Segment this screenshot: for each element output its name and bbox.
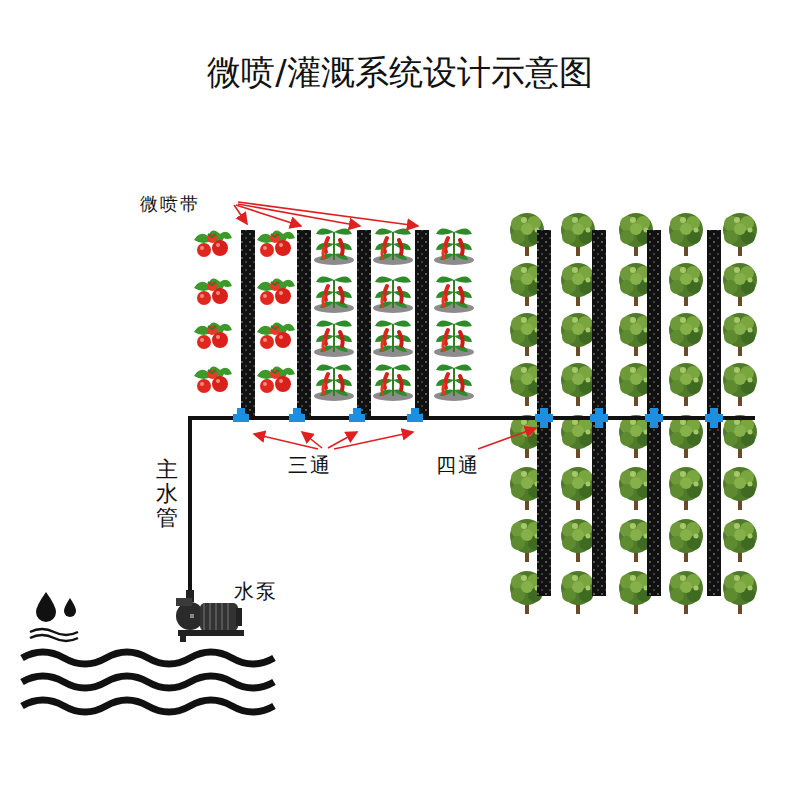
water-waves [22,629,274,712]
fruit-tree [561,467,595,510]
fruit-tree [723,415,757,458]
fruit-tree [669,519,703,562]
fruit-tree [669,313,703,356]
chili-plant [314,364,354,401]
tomato-plant [257,230,295,257]
fruit-tree [561,415,595,458]
tomato-plant [257,278,295,305]
fruit-tree [723,263,757,306]
fruit-tree [723,213,757,256]
chili-plant [373,276,413,313]
leader-arrow [234,202,536,449]
fruit-tree [561,313,595,356]
tomato-plant [257,366,295,393]
chili-plant [434,276,474,313]
fruit-tree [669,213,703,256]
main-pipe [190,418,755,592]
fruit-tree [561,363,595,406]
chili-plant [373,228,413,265]
tomato-plant [194,278,232,305]
fruit-tree [723,467,757,510]
fruit-tree [561,519,595,562]
fruit-tree [561,213,595,256]
pump-label: 水泵 [234,578,278,605]
fruit-tree [669,571,703,614]
water-pump [176,590,244,642]
tomato-plant [194,230,232,257]
chili-plant [434,364,474,401]
cross-fitting [535,408,723,428]
fruit-tree [561,571,595,614]
chili-plant [314,276,354,313]
fruit-tree [669,263,703,306]
tomato-plant [194,322,232,349]
fruit-tree [669,467,703,510]
callout-label: 四通 [436,452,480,479]
chili-plant [434,228,474,265]
fruit-tree [723,519,757,562]
chili-plant [314,228,354,265]
chili-plant [373,320,413,357]
tomato-plant [194,366,232,393]
callout-label: 微喷带 [140,192,200,216]
chili-plant [434,320,474,357]
fruit-tree [723,571,757,614]
tee-fitting [233,408,423,422]
fruit-tree [723,363,757,406]
callout-label: 三通 [288,452,332,479]
fruit-tree [669,415,703,458]
pipe-label: 主水管 [156,458,178,531]
chili-plant [373,364,413,401]
fruit-tree [669,363,703,406]
water-drop [36,592,76,622]
tomato-plant [257,322,295,349]
fruit-tree [723,313,757,356]
spray-band [241,230,429,418]
fruit-tree [561,263,595,306]
spray-band [537,230,721,596]
chili-plant [314,320,354,357]
diagram-title: 微喷/灌溉系统设计示意图 [207,50,592,96]
